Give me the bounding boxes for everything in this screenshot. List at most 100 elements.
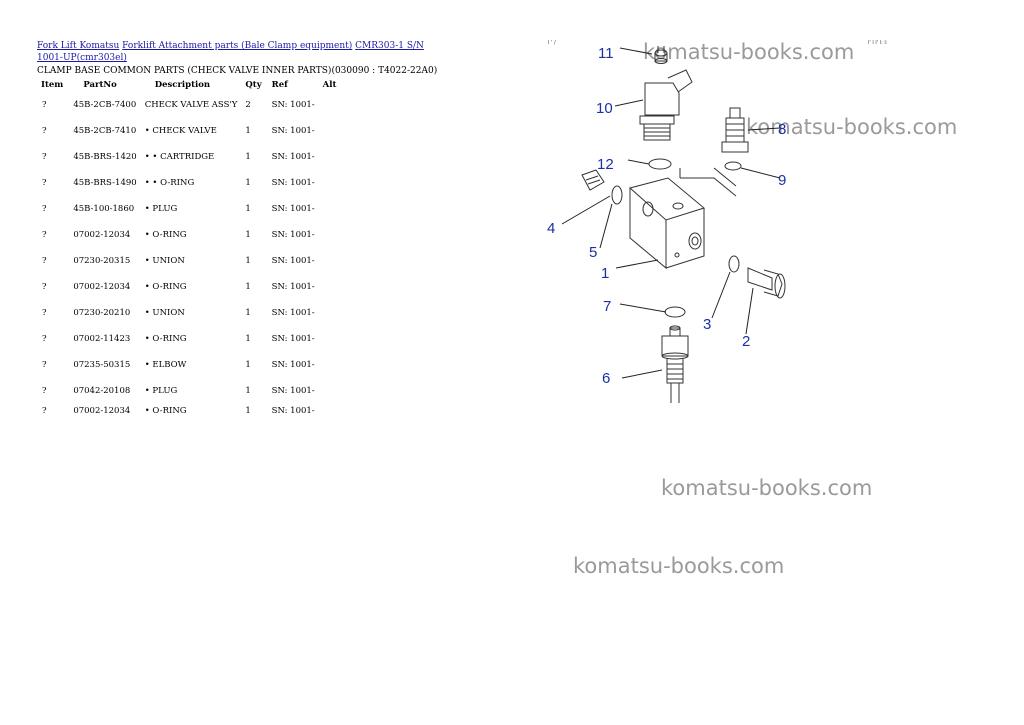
cell-description: • UNION (144, 308, 185, 318)
cell-item: ? (42, 406, 47, 416)
cell-description: • O-RING (144, 230, 187, 240)
cell-reference: SN: 1001- (271, 230, 315, 240)
breadcrumb-link-attachment-parts[interactable]: Forklift Attachment parts (Bale Clamp eq… (122, 41, 353, 51)
cell-alt (319, 92, 343, 118)
cell-item: ? (42, 100, 47, 110)
cell-item: ? (42, 360, 47, 370)
callout-number: 10 (596, 100, 613, 117)
part-5-o-ring-icon (611, 185, 623, 205)
cell-quantity: 1 (245, 406, 251, 416)
cell-alt (319, 144, 343, 170)
cell-part-number: 45B-2CB-7400 (73, 100, 137, 110)
cell-description: • CHECK VALVE (144, 126, 217, 136)
part-9-o-ring-icon (724, 161, 742, 171)
cell-quantity: 1 (245, 178, 251, 188)
callout-number: 3 (703, 316, 711, 333)
cell-reference: SN: 1001- (271, 386, 315, 396)
breadcrumb: Fork Lift Komatsu Forklift Attachment pa… (37, 40, 447, 64)
cell-description: • UNION (144, 256, 185, 266)
cell-part-number: 07230-20315 (73, 256, 131, 266)
callout-number: 5 (589, 244, 597, 261)
part-3-o-ring-icon (728, 255, 740, 273)
cell-part-number: 45B-2CB-7410 (73, 126, 137, 136)
cell-reference: SN: 1001- (271, 204, 315, 214)
part-2-union-icon (747, 267, 786, 299)
table-row: ? 45B-2CB-7410 • CHECK VALVE 1 SN: 1001- (37, 118, 342, 144)
part-10-elbow-icon (639, 69, 693, 141)
cell-description: • PLUG (144, 204, 178, 214)
callout-number: 12 (597, 156, 614, 173)
cell-reference: SN: 1001- (271, 152, 315, 162)
cell-description: • O-RING (144, 282, 187, 292)
cell-alt (319, 326, 343, 352)
breadcrumb-link-fork-lift-komatsu[interactable]: Fork Lift Komatsu (37, 41, 120, 51)
cell-item: ? (42, 152, 47, 162)
watermark: komatsu-books.com (661, 476, 873, 500)
cell-description: • ELBOW (144, 360, 187, 370)
cell-description: • O-RING (144, 406, 187, 416)
cell-alt (319, 352, 343, 378)
cell-alt (319, 404, 343, 418)
cell-part-number: 07002-11423 (73, 334, 131, 344)
breadcrumb-link-model[interactable]: CMR303-1 S/N 1001-UP(cmr303el) (37, 41, 424, 63)
cell-part-number: 07042-20108 (73, 386, 131, 396)
column-header-item: Item (41, 80, 64, 90)
cell-alt (319, 274, 343, 300)
cell-item: ? (42, 204, 47, 214)
cell-item: ? (42, 386, 47, 396)
column-header-qty: Qty (245, 80, 262, 90)
cell-quantity: 1 (245, 308, 251, 318)
cell-reference: SN: 1001- (271, 178, 315, 188)
cell-reference: SN: 1001- (271, 282, 315, 292)
cell-item: ? (42, 178, 47, 188)
cell-alt (319, 222, 343, 248)
diagram-corner-mark-right: l' l l' l: l: (868, 40, 888, 46)
column-header-alt: Alt (322, 80, 337, 90)
part-4-plug-icon (581, 169, 605, 191)
cell-description: • O-RING (144, 334, 187, 344)
cell-reference: SN: 1001- (271, 360, 315, 370)
cell-quantity: 1 (245, 152, 251, 162)
part-8-check-valve-icon (721, 107, 749, 153)
column-header-partno: PartNo (83, 80, 117, 90)
cell-description: CHECK VALVE ASS'Y (144, 100, 238, 110)
cell-part-number: 45B-BRS-1490 (73, 178, 137, 188)
cell-item: ? (42, 126, 47, 136)
watermark: komatsu-books.com (643, 40, 855, 64)
cell-reference: SN: 1001- (271, 100, 315, 110)
watermark: komatsu-books.com (746, 115, 958, 139)
cell-quantity: 1 (245, 360, 251, 370)
cell-reference: SN: 1001- (271, 126, 315, 136)
callout-number: 7 (603, 298, 611, 315)
parts-table: Item PartNo Description Qty Ref Alt ?45B… (37, 78, 342, 418)
cell-quantity: 2 (245, 100, 251, 110)
callout-number: 4 (547, 220, 555, 237)
cell-part-number: 45B-BRS-1420 (73, 152, 137, 162)
cell-quantity: 1 (245, 386, 251, 396)
page-title: CLAMP BASE COMMON PARTS (CHECK VALVE INN… (37, 66, 438, 76)
cell-quantity: 1 (245, 256, 251, 266)
cell-item: ? (42, 334, 47, 344)
exploded-parts-diagram: 11 10 8 12 9 4 5 1 7 3 2 6 (547, 45, 786, 403)
cell-description: • • CARTRIDGE (144, 152, 215, 162)
cell-part-number: 45B-100-1860 (73, 204, 135, 214)
part-12-o-ring-icon (648, 158, 672, 170)
cell-reference: SN: 1001- (271, 308, 315, 318)
cell-description: • PLUG (144, 386, 178, 396)
cell-alt (319, 248, 343, 274)
cell-quantity: 1 (245, 126, 251, 136)
callout-number: 9 (778, 172, 786, 189)
cell-alt (319, 170, 343, 196)
table-row: ? 45B-BRS-1420 • • CARTRIDGE 1 SN: 1001- (37, 144, 342, 170)
cell-quantity: 1 (245, 282, 251, 292)
callout-number: 1 (601, 265, 609, 282)
